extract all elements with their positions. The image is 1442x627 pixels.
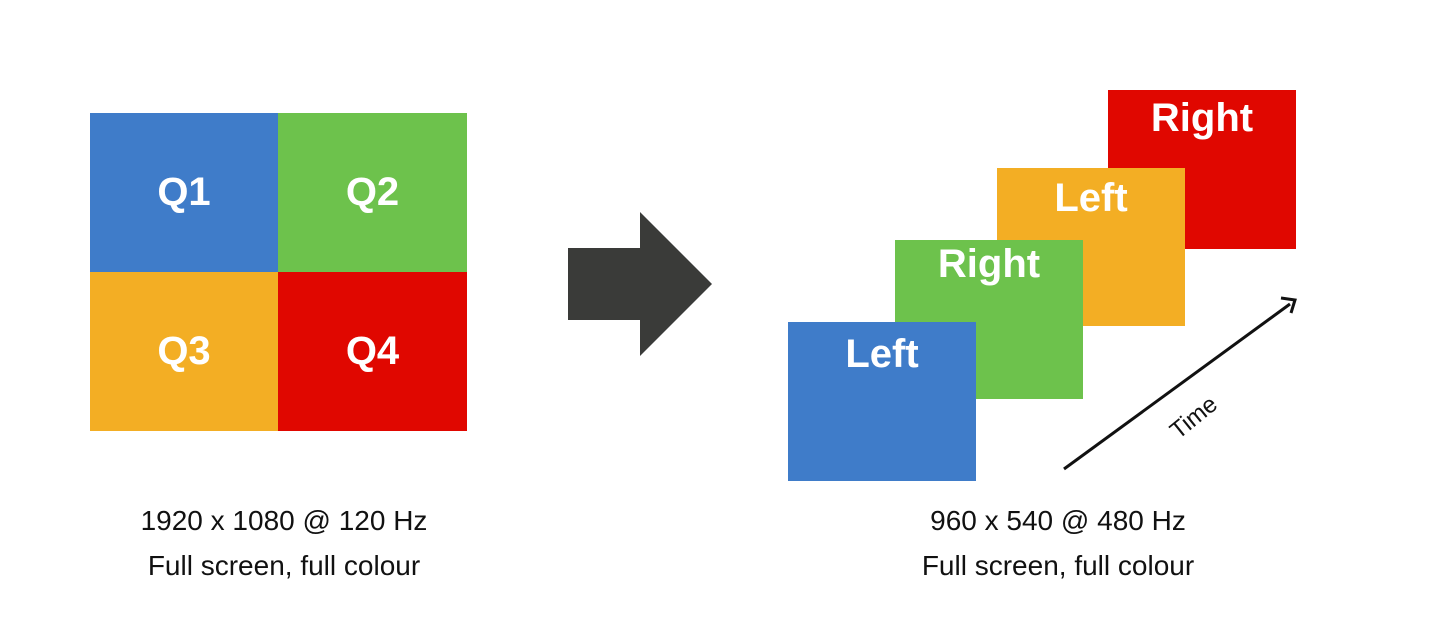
right-caption-line1: 960 x 540 @ 480 Hz: [930, 505, 1186, 536]
right-caption: 960 x 540 @ 480 Hz Full screen, full col…: [858, 498, 1258, 588]
right-caption-line2: Full screen, full colour: [921, 550, 1195, 581]
quadrant-q1: Q1: [90, 113, 278, 272]
left-caption-line2: Full screen, full colour: [147, 550, 421, 581]
frame-left-1: Left: [788, 322, 976, 481]
time-arrow-line: [1063, 302, 1291, 471]
right-arrow-icon: [568, 212, 712, 356]
quadrant-q2: Q2: [278, 113, 467, 272]
left-caption-line1: 1920 x 1080 @ 120 Hz: [140, 505, 428, 536]
time-arrow-head-icon: [1280, 296, 1297, 314]
quadrant-q3: Q3: [90, 272, 278, 431]
left-caption: 1920 x 1080 @ 120 Hz Full screen, full c…: [84, 498, 484, 588]
quadrant-q4: Q4: [278, 272, 467, 431]
